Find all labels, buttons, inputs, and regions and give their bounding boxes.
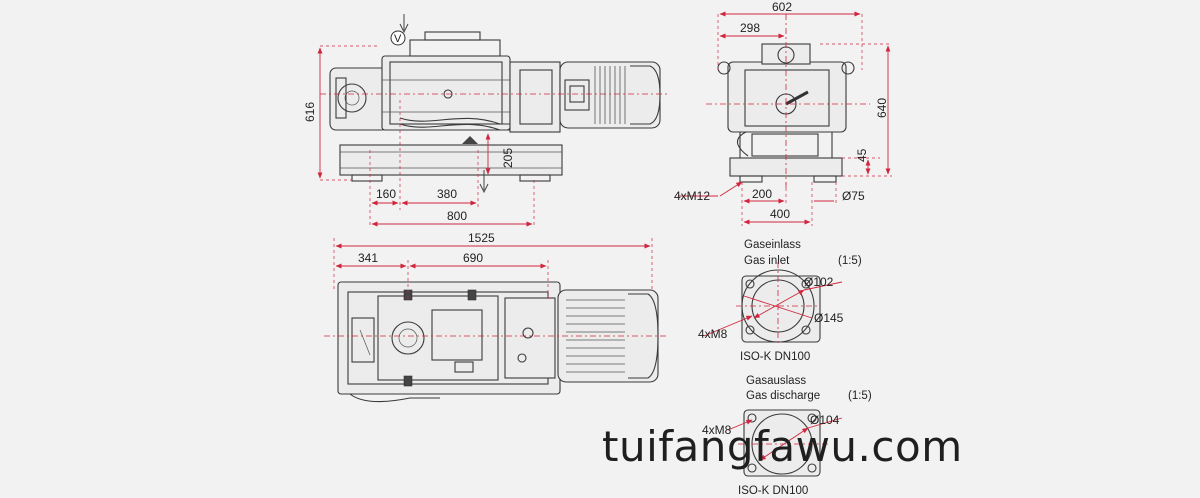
dim-side-base: 160 — [376, 187, 396, 201]
dim-front-partial: 298 — [740, 21, 760, 35]
top-motor-fins — [566, 299, 625, 373]
dim-top-left: 341 — [358, 251, 378, 265]
gas-inlet-detail: Gaseinlass Gas inlet (1:5) Ø102 Ø145 4xM… — [698, 239, 862, 363]
top-view: 1525 341 690 — [324, 231, 668, 403]
side-base-frame — [339, 144, 563, 176]
discharge-title-en: Gas discharge — [746, 390, 820, 402]
discharge-dia-inner: Ø104 — [810, 413, 840, 427]
gas-discharge-detail: Gasauslass Gas discharge (1:5) Ø104 4xM8… — [702, 375, 872, 497]
side-terminal-box — [564, 79, 590, 111]
dim-top-mid: 690 — [463, 251, 483, 265]
inlet-flange: ISO-K DN100 — [740, 351, 810, 363]
inlet-title-de: Gaseinlass — [744, 239, 801, 251]
side-motor-fins — [594, 66, 626, 124]
inlet-bolts: 4xM8 — [698, 327, 728, 341]
dim-side-mid: 380 — [437, 187, 457, 201]
discharge-bolts: 4xM8 — [702, 423, 732, 437]
discharge-flange: ISO-K DN100 — [738, 485, 808, 497]
discharge-scale: (1:5) — [848, 390, 872, 402]
dim-side-height: 616 — [303, 102, 317, 122]
watermark-text: tuifangfawu.com — [602, 422, 963, 471]
side-view: V 616 205 160 380 800 — [303, 14, 668, 228]
dim-front-width: 602 — [772, 0, 792, 14]
inlet-dia-outer: Ø145 — [814, 311, 844, 325]
dim-front-height: 640 — [875, 98, 889, 118]
dim-front-foot-dia: Ø75 — [842, 189, 865, 203]
dim-side-inlet-height: 205 — [501, 148, 515, 168]
dim-front-base: 400 — [770, 207, 790, 221]
front-view: 602 298 640 45 4xM12 200 400 Ø75 — [674, 0, 892, 226]
dim-front-bolts: 4xM12 — [674, 189, 710, 203]
dim-top-total: 1525 — [468, 231, 495, 245]
inlet-dia-inner: Ø102 — [804, 275, 834, 289]
dim-front-bolt-spacing: 200 — [752, 187, 772, 201]
top-inlet-port — [391, 321, 425, 355]
inlet-bolt-hole — [745, 279, 755, 289]
dim-front-foot: 45 — [855, 148, 869, 162]
inlet-symbol: V — [394, 33, 402, 45]
discharge-title-de: Gasauslass — [746, 375, 806, 387]
top-pump-body — [377, 295, 499, 381]
inlet-scale: (1:5) — [838, 255, 862, 267]
dim-side-total: 800 — [447, 209, 467, 223]
front-housing — [727, 61, 847, 133]
inlet-title-en: Gas inlet — [744, 255, 790, 267]
